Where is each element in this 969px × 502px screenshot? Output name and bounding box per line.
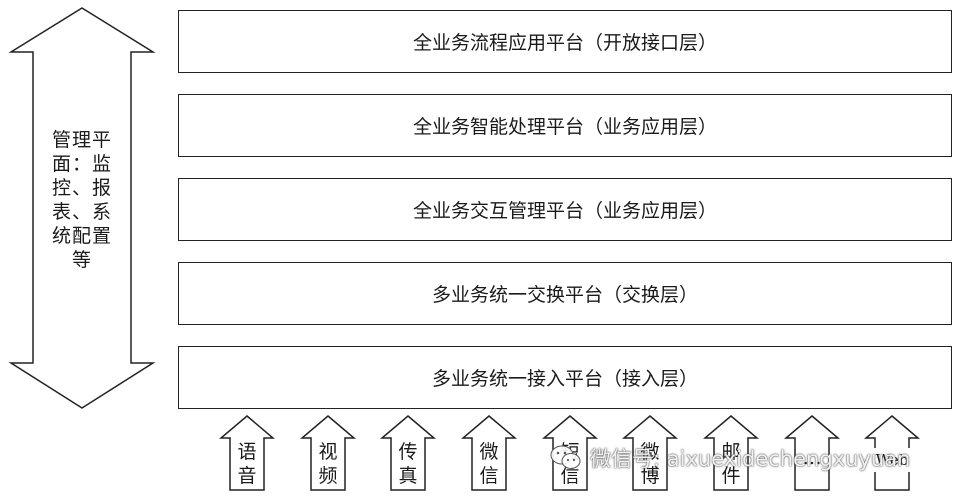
management-plane-label: 管理平面：监控、报表、系统配置等 bbox=[51, 129, 112, 271]
layer-open-interface: 全业务流程应用平台（开放接口层） bbox=[178, 10, 952, 73]
channel-arrow-video: 视频 bbox=[300, 414, 356, 492]
channel-label: … bbox=[798, 446, 826, 470]
watermark: 微信号: aixuexidechengxuyuan bbox=[550, 438, 910, 478]
channel-arrow-wechat: 微信 bbox=[461, 414, 517, 492]
channel-arrow-email: 邮件 bbox=[703, 414, 759, 492]
wechat-logo-icon bbox=[550, 445, 581, 469]
channel-arrow-voice: 语音 bbox=[219, 414, 275, 492]
layer-intelligent-processing: 全业务智能处理平台（业务应用层） bbox=[178, 94, 952, 157]
layer-unified-access: 多业务统一接入平台（接入层） bbox=[178, 346, 952, 409]
watermark-text: 微信号: aixuexidechengxuyuan bbox=[590, 447, 911, 471]
layer-unified-exchange: 多业务统一交换平台（交换层） bbox=[178, 262, 952, 325]
channel-arrow-web: Web bbox=[864, 414, 920, 492]
channel-arrow-more: … bbox=[784, 414, 840, 492]
channel-label: 邮件 bbox=[717, 440, 745, 488]
channel-label: 视频 bbox=[314, 440, 342, 488]
channel-label: 传真 bbox=[394, 440, 422, 488]
channel-arrow-weibo: 微博 bbox=[622, 414, 678, 492]
layer-interaction-management: 全业务交互管理平台（业务应用层） bbox=[178, 178, 952, 241]
channel-label: 语音 bbox=[233, 440, 261, 488]
channel-label: Web bbox=[873, 448, 911, 472]
channel-label: 微博 bbox=[636, 440, 664, 488]
channel-arrow-fax: 传真 bbox=[380, 414, 436, 492]
channel-label: 微信 bbox=[475, 440, 503, 488]
management-double-arrow bbox=[8, 7, 156, 409]
